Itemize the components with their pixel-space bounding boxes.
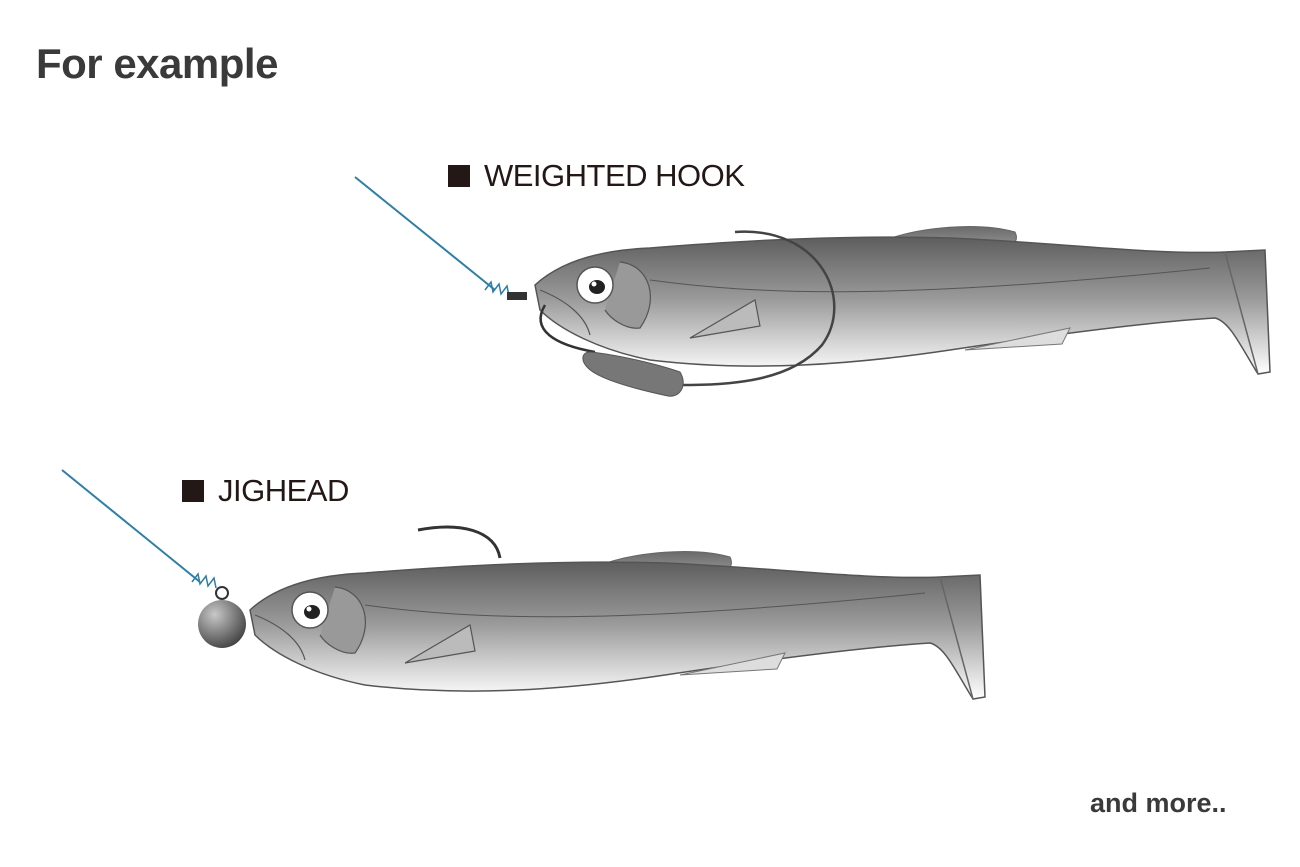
knot-icon — [484, 280, 510, 297]
fishing-line-icon — [354, 176, 496, 291]
hook-eye-icon — [507, 292, 527, 300]
hook-point-icon — [417, 525, 502, 559]
jighead-ball-icon — [198, 600, 246, 648]
swimbait-fish — [249, 550, 986, 700]
weighted-hook-rig — [354, 176, 1271, 397]
jighead-label: JIGHEAD — [182, 473, 349, 509]
page-title: For example — [36, 40, 278, 87]
swimbait-fish — [534, 225, 1271, 375]
hook-icon — [679, 230, 836, 387]
square-bullet-icon — [448, 165, 470, 187]
knot-icon — [191, 572, 217, 589]
jighead-rig — [61, 469, 986, 700]
square-bullet-icon — [182, 480, 204, 502]
and-more-text: and more.. — [1090, 788, 1227, 818]
sinker-weight-icon — [582, 351, 684, 397]
jighead-text: JIGHEAD — [218, 473, 349, 508]
fishing-line-icon — [61, 469, 201, 583]
weighted-hook-label: WEIGHTED HOOK — [448, 158, 745, 194]
weighted-hook-text: WEIGHTED HOOK — [484, 158, 745, 193]
